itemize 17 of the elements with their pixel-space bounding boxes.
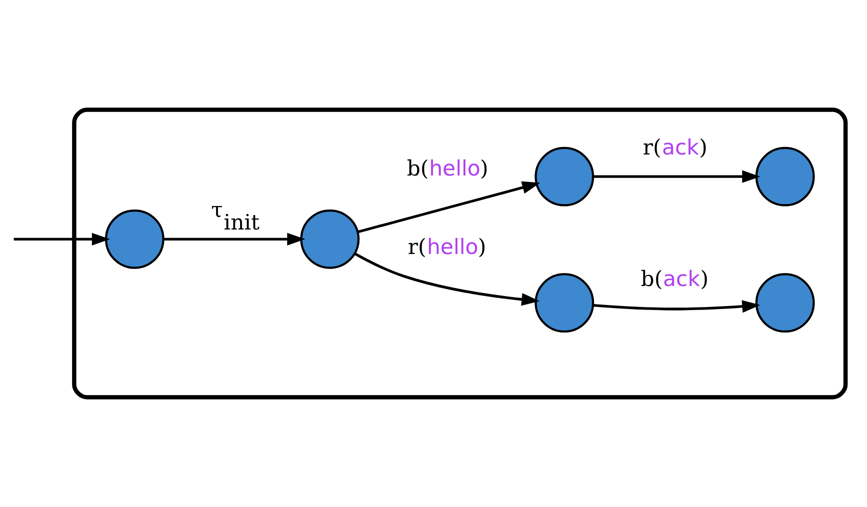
- arrow: [14, 232, 110, 246]
- arrow: [593, 170, 760, 183]
- node-circle: [755, 146, 815, 206]
- node-circle: [534, 273, 594, 333]
- node-circle: [300, 209, 360, 269]
- cluster: [72, 108, 848, 400]
- edge-label: r(ack): [642, 135, 708, 160]
- arrow: [593, 300, 760, 313]
- node-circle: [104, 209, 164, 269]
- node-circle: [755, 273, 815, 333]
- arrow: [354, 252, 540, 306]
- edge-label: b(hello): [406, 156, 488, 182]
- arrow: [358, 181, 540, 234]
- edge-label: b(ack): [640, 266, 708, 292]
- node-circle: [534, 146, 594, 206]
- arrow: [163, 232, 306, 246]
- edge-label: r(hello): [408, 235, 486, 260]
